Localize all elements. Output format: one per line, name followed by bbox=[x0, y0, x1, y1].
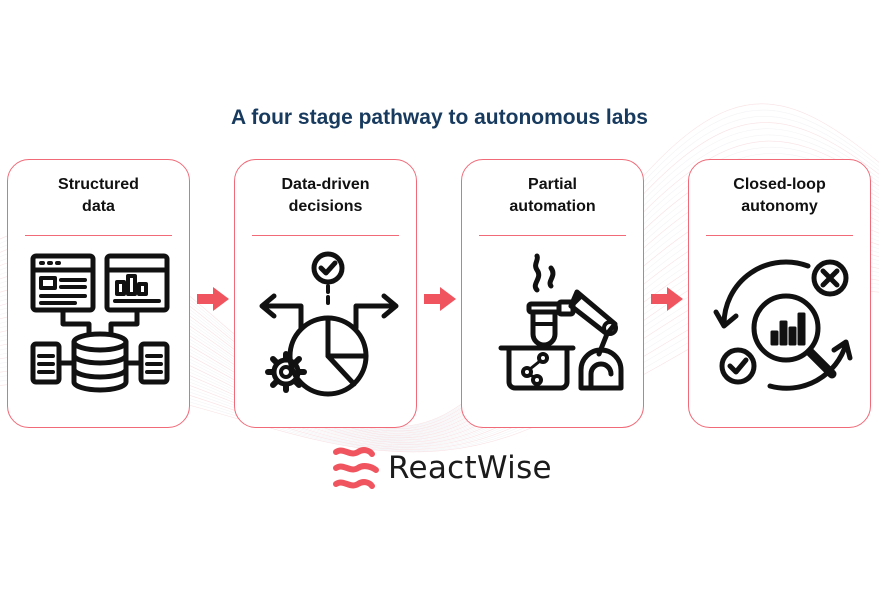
stage-title: Partial automation bbox=[468, 174, 637, 218]
stage-title: Data-driven decisions bbox=[241, 174, 410, 218]
stage-divider bbox=[252, 235, 399, 236]
stage-title-line: autonomy bbox=[741, 198, 818, 215]
stage-title-line: decisions bbox=[288, 198, 363, 215]
stage-card-partial-automation: Partial automation bbox=[461, 159, 644, 428]
stage-title: Closed-loop autonomy bbox=[695, 174, 864, 218]
stage-card-data-driven-decisions: Data-driven decisions bbox=[234, 159, 417, 428]
stage-title-line: Closed-loop bbox=[733, 176, 826, 193]
stage-title-line: Structured bbox=[58, 176, 139, 193]
brand-name: ReactWise bbox=[388, 450, 552, 486]
arrow-right-icon bbox=[651, 287, 683, 311]
data-driven-decisions-icon bbox=[259, 251, 399, 397]
stage-title-line: Data-driven bbox=[281, 176, 370, 193]
stage-title-line: Partial bbox=[528, 176, 577, 193]
stage-card-closed-loop-autonomy: Closed-loop autonomy bbox=[688, 159, 871, 428]
partial-automation-icon bbox=[498, 253, 624, 391]
structured-data-icon bbox=[30, 253, 170, 393]
diagram-title: A four stage pathway to autonomous labs bbox=[231, 106, 648, 129]
stage-divider bbox=[479, 235, 626, 236]
closed-loop-autonomy-icon bbox=[713, 259, 853, 391]
stage-divider bbox=[25, 235, 172, 236]
arrow-right-icon bbox=[197, 287, 229, 311]
stage-title-line: automation bbox=[509, 198, 596, 215]
stage-title-line: data bbox=[82, 198, 115, 215]
stage-divider bbox=[706, 235, 853, 236]
stage-card-structured-data: Structured data bbox=[7, 159, 190, 428]
stage-title: Structured data bbox=[14, 174, 183, 218]
arrow-right-icon bbox=[424, 287, 456, 311]
reactwise-logo-icon bbox=[333, 447, 379, 489]
